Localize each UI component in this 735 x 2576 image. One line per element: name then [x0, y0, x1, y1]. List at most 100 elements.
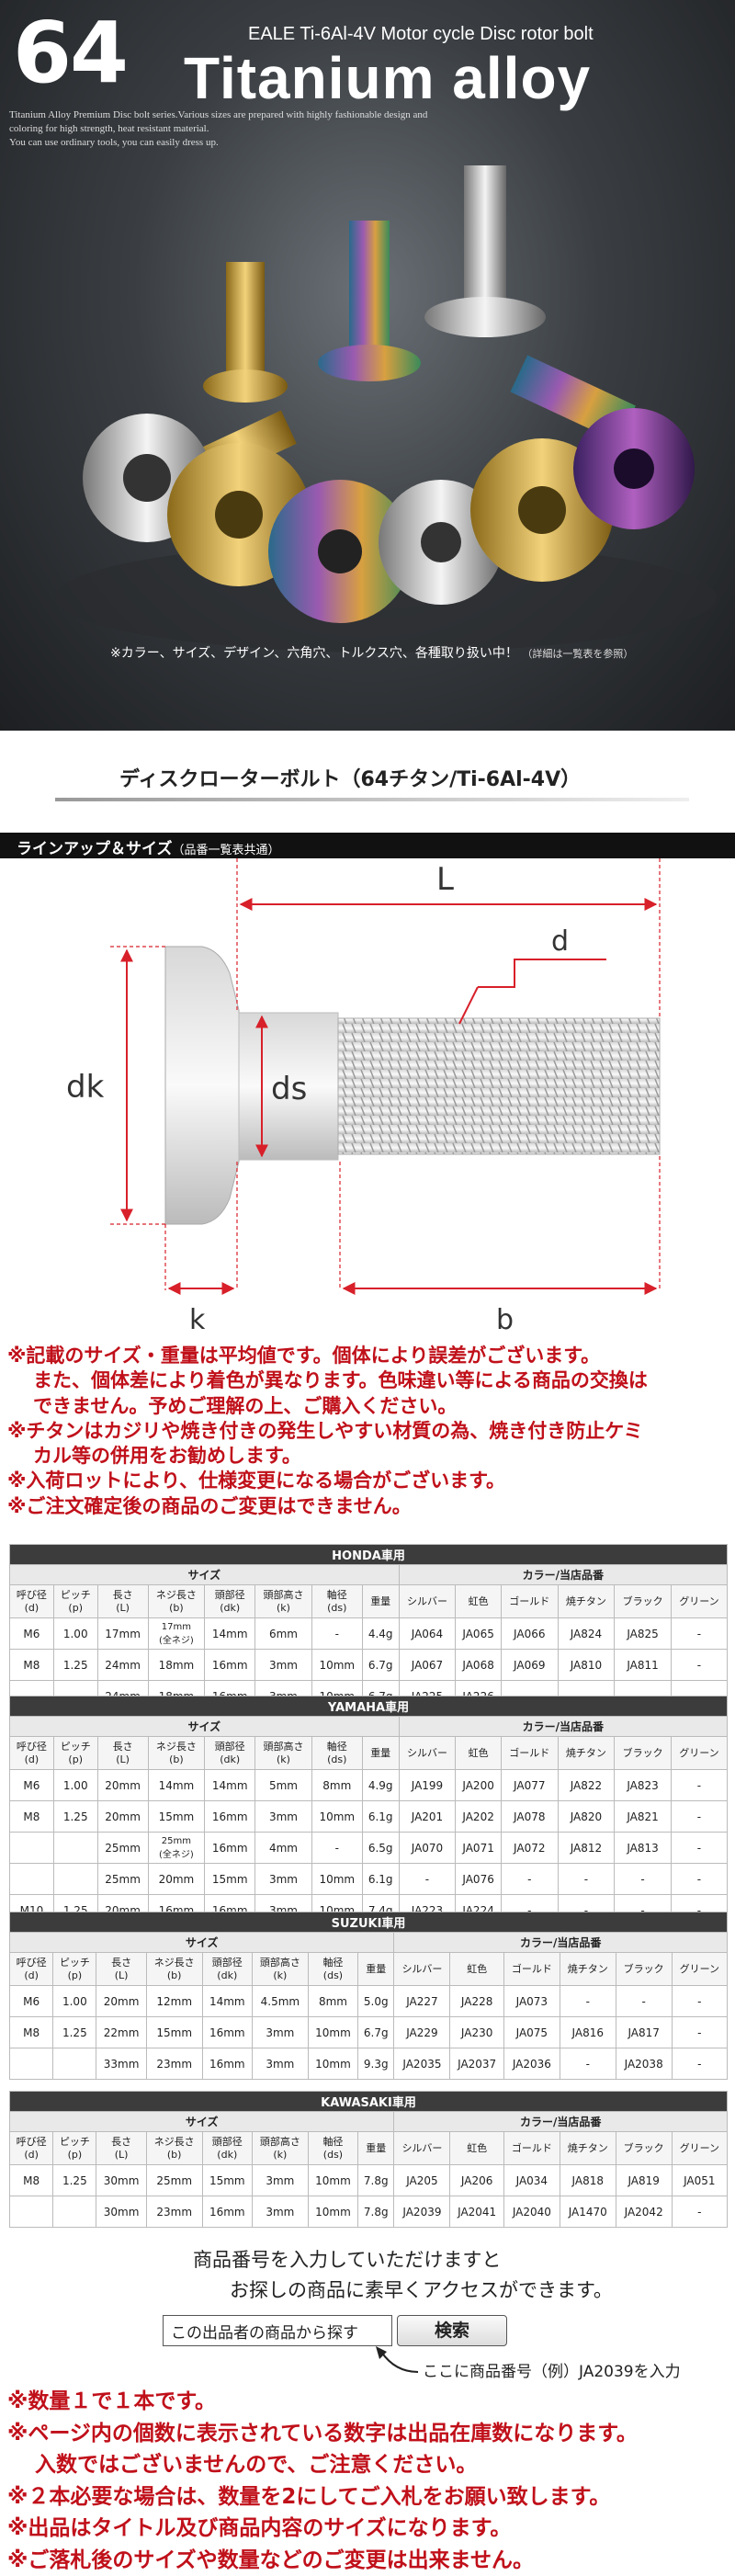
- bolt-diagram: L d dk ds k b: [0, 858, 735, 1345]
- table-cell: JA820: [558, 1801, 615, 1833]
- table-cell: 20mm: [148, 1864, 205, 1895]
- table-cell: -: [672, 2017, 727, 2048]
- column-header: 重量: [362, 1585, 399, 1618]
- table-cell: JA064: [399, 1618, 456, 1650]
- lineup-sub: （品番一覧表共通）: [173, 844, 280, 857]
- table-cell: 5.0g: [358, 1986, 394, 2017]
- table-cell: JA2041: [450, 2196, 504, 2228]
- table-cell: [10, 1833, 54, 1864]
- bolt-thread: [338, 1018, 660, 1154]
- table-cell: 14mm: [202, 1986, 252, 2017]
- column-header: 長さ (L): [97, 1585, 148, 1618]
- table-cell: -: [672, 2196, 727, 2228]
- column-header: ブラック: [616, 2132, 672, 2165]
- table-cell: JA073: [503, 1986, 560, 2017]
- table-cell: JA200: [456, 1770, 502, 1801]
- table-cell: 4.9g: [362, 1770, 399, 1801]
- table-cell: M8: [10, 2165, 53, 2196]
- hero-desc-line: You can use ordinary tools, you can easi…: [9, 136, 487, 150]
- table-cell: 16mm: [205, 1650, 255, 1681]
- final-note-line: 入数ではございませんので、ご注意ください。: [7, 2449, 733, 2481]
- table-cell: 1.25: [53, 2165, 96, 2196]
- size-group-header: サイズ: [10, 1717, 400, 1737]
- table-cell: 5mm: [255, 1770, 312, 1801]
- final-note-line: ※出品はタイトル及び商品内容のサイズになります。: [7, 2513, 733, 2545]
- column-header: 焼チタン: [560, 1953, 616, 1986]
- label-dk: dk: [66, 1069, 105, 1106]
- table-cell: M8: [10, 1801, 54, 1833]
- table-cell: 15mm: [202, 2165, 252, 2196]
- lineup-title-text: ラインアップ＆サイズ: [17, 840, 173, 858]
- table-cell: M8: [10, 1650, 54, 1681]
- size-group-header: サイズ: [10, 1565, 400, 1585]
- table-cell: 25mm (全ネジ): [148, 1833, 205, 1864]
- table-cell: 15mm: [205, 1864, 255, 1895]
- table-cell: 7.8g: [358, 2165, 394, 2196]
- column-header: 軸径 (ds): [308, 1953, 357, 1986]
- table-cell: -: [671, 1618, 727, 1650]
- column-header: シルバー: [399, 1585, 456, 1618]
- column-header: 焼チタン: [558, 1585, 615, 1618]
- table-cell: 16mm: [205, 1833, 255, 1864]
- table-cell: JA205: [394, 2165, 450, 2196]
- column-header: 頭部高さ (k): [255, 1585, 312, 1618]
- table-cell: 1.00: [53, 1618, 97, 1650]
- table-cell: JA070: [399, 1833, 456, 1864]
- column-header: 長さ (L): [96, 1953, 146, 1986]
- table-cell: [53, 1833, 97, 1864]
- table-cell: 20mm: [97, 1770, 148, 1801]
- column-header: ゴールド: [503, 2132, 560, 2165]
- table-cell: JA077: [501, 1770, 558, 1801]
- table-cell: JA2038: [616, 2048, 672, 2080]
- table-cell: 20mm: [97, 1801, 148, 1833]
- column-header: 重量: [362, 1737, 399, 1770]
- table-cell: 14mm: [205, 1770, 255, 1801]
- table-cell: -: [672, 2048, 727, 2080]
- search-button[interactable]: 検索: [397, 2315, 507, 2346]
- bolt-head: [165, 947, 239, 1224]
- column-header: ネジ長さ (b): [146, 2132, 202, 2165]
- table-cell: 33mm: [96, 2048, 146, 2080]
- arrow-icon: [372, 2344, 427, 2381]
- table-cell: -: [672, 1986, 727, 2017]
- final-note-line: ※ご落札後のサイズや数量などのご変更は出来ません。: [7, 2545, 733, 2576]
- table-cell: JA067: [399, 1650, 456, 1681]
- table-cell: JA824: [558, 1618, 615, 1650]
- label-k: k: [189, 1304, 206, 1336]
- table-cell: 6.7g: [358, 2017, 394, 2048]
- table-cell: 1.00: [53, 1770, 97, 1801]
- table-cell: [10, 2196, 53, 2228]
- table-cell: 3mm: [252, 2196, 308, 2228]
- table-cell: -: [399, 1864, 456, 1895]
- column-header: 虹色: [450, 1953, 504, 1986]
- table-cell: JA817: [616, 2017, 672, 2048]
- table-cell: -: [560, 1986, 616, 2017]
- table-cell: JA078: [501, 1801, 558, 1833]
- table-cell: JA819: [616, 2165, 672, 2196]
- table-cell: 3mm: [252, 2165, 308, 2196]
- column-header: 頭部径 (dk): [202, 1953, 252, 1986]
- table-cell: JA825: [615, 1618, 672, 1650]
- table-cell: JA065: [456, 1618, 502, 1650]
- size-group-header: サイズ: [10, 2112, 394, 2132]
- column-header: 虹色: [456, 1585, 502, 1618]
- title-underline: [55, 798, 689, 801]
- column-header: 呼び径 (d): [10, 1585, 54, 1618]
- table-cell: 4.5mm: [252, 1986, 308, 2017]
- column-header: シルバー: [394, 1953, 450, 1986]
- column-header: ネジ長さ (b): [148, 1585, 205, 1618]
- column-header: 頭部高さ (k): [252, 1953, 308, 1986]
- table-cell: 22mm: [96, 2017, 146, 2048]
- item-search-input[interactable]: [163, 2315, 392, 2346]
- column-header: ブラック: [615, 1585, 672, 1618]
- column-header: 虹色: [450, 2132, 504, 2165]
- table-cell: -: [311, 1833, 362, 1864]
- final-note-line: ※数量１で１本です。: [7, 2386, 733, 2418]
- search-intro-line: 商品番号を入力していただけますと: [193, 2245, 613, 2275]
- column-header: ピッチ (p): [53, 1953, 96, 1986]
- column-header: 焼チタン: [558, 1737, 615, 1770]
- table-cell: 15mm: [146, 2017, 202, 2048]
- table-cell: 10mm: [311, 1801, 362, 1833]
